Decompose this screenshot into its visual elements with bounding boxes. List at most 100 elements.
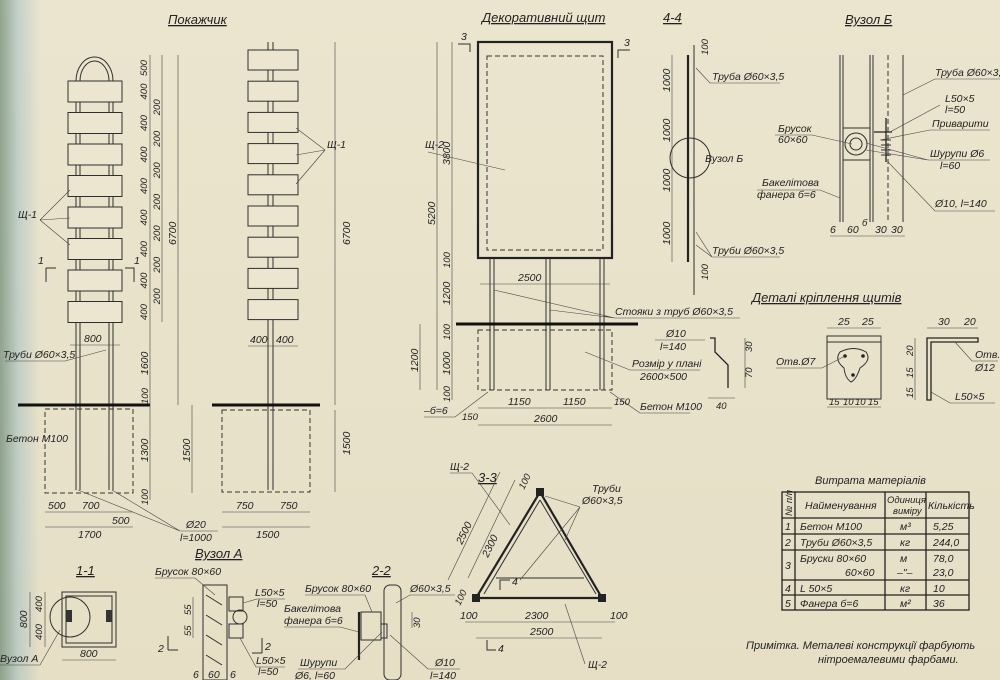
cell-unit: м xyxy=(900,553,907,565)
triangle-pipes-size: Ø60×3,5 xyxy=(581,495,623,507)
bottom-dim-1: 500 xyxy=(48,500,66,512)
node-b-angle-length: l=50 xyxy=(945,104,965,116)
node-b-dim-60: 60 xyxy=(847,224,859,236)
height-1200-a: 1200 xyxy=(441,281,453,305)
node-a-angle-length-bottom: l=50 xyxy=(258,666,278,678)
pipes-label: Труби Ø60×3,5 xyxy=(3,349,75,361)
angle-upper xyxy=(228,596,244,612)
vertical-dim: 200 xyxy=(152,225,163,243)
cell-no: 1 xyxy=(785,521,791,533)
s22-screws-size: Ø6, l=60 xyxy=(294,670,335,680)
s22-rod-length: l=140 xyxy=(430,670,456,680)
slope-dim-100-bottom: 100 xyxy=(453,588,470,608)
plate-width: 800 xyxy=(84,333,102,345)
side-shield-plate xyxy=(247,236,299,258)
section-mark-left: 1 xyxy=(38,255,44,267)
section-mark-right: 1 xyxy=(134,255,140,267)
concrete-foundation-2 xyxy=(221,409,311,493)
triangle-frame xyxy=(474,489,604,600)
slope-dim-100-top: 100 xyxy=(517,472,534,492)
clamp-right xyxy=(106,610,112,622)
bracket-dim-70: 70 xyxy=(744,367,755,378)
section-2-2: 2-2 Брусок 80×60 Ø60×3,5 Бакелітова фане… xyxy=(284,563,460,680)
s22-screws-label: Шурупи xyxy=(300,657,337,669)
height-1000: 1000 xyxy=(441,351,453,375)
angle-top-dim-1: 30 xyxy=(938,316,950,328)
triangle-shield-leader xyxy=(450,472,511,526)
node-b-pipe-leader xyxy=(902,78,1000,96)
cell-name: Фанера б=6 xyxy=(800,598,858,610)
section-3-3: 3-3 2500 2300 100 100 Щ-2 Труби Ø60×3,5 … xyxy=(447,461,628,671)
clamp-left xyxy=(66,610,72,622)
side-shield-plate xyxy=(247,111,299,133)
cell-unit: м³ xyxy=(900,521,911,533)
signpost-title: Покажчик xyxy=(168,12,228,27)
height-lower: 1600 xyxy=(139,351,151,375)
triangle-bottom-dim-100b: 100 xyxy=(610,610,628,622)
plate-lobe xyxy=(837,348,869,383)
vertical-dim: 200 xyxy=(152,288,163,306)
node-a-section-arrow-right xyxy=(252,638,263,654)
node-b-screws-leader xyxy=(865,142,990,161)
side-shield-label: Щ-1 xyxy=(327,139,346,151)
fastening-details: Деталі кріплення щитів 25 25 15 10 10 15… xyxy=(750,290,1000,408)
vertical-dim: 200 xyxy=(152,99,163,117)
rod-length: l=140 xyxy=(660,341,686,353)
shield-plate xyxy=(67,301,123,323)
node-b-bar-size: 60×60 xyxy=(778,134,808,146)
bottom-dim-1150-a: 1150 xyxy=(508,396,531,408)
angle-leader xyxy=(930,391,995,404)
cell-qty: 78,0 xyxy=(933,553,954,565)
note: Примітка. Металеві конструкції фарбують … xyxy=(746,640,975,666)
node-a-angle-length-top: l=50 xyxy=(257,598,277,610)
side-shield-plate xyxy=(247,143,299,165)
s22-rod-leader xyxy=(389,634,460,670)
signpost-side-view: 6700 1500 Щ-1 400 400 750 750 1500 xyxy=(212,42,353,541)
section-1-1: 1-1 800 400 400 800 Вузол А xyxy=(0,563,117,666)
anchor-length: l=1000 xyxy=(180,532,212,544)
wood-grain xyxy=(205,594,223,666)
side-foundation-dim-2: 750 xyxy=(280,500,298,512)
header-unit-line2: виміру xyxy=(893,506,923,517)
node-b-detail: Вузол Б Труба Ø60×3,5 L50×5 l=50 Привари… xyxy=(757,12,1000,237)
node-b-plywood-label: Бакелітова xyxy=(762,177,819,189)
concrete-label: Бетон М100 xyxy=(6,433,68,445)
s11-dim-400a: 400 xyxy=(34,595,45,612)
fastening-plate xyxy=(826,335,882,400)
concrete-leader xyxy=(609,391,690,414)
node-a-callout[interactable] xyxy=(49,596,91,638)
side-shield-plate xyxy=(247,299,299,321)
plate-label: –б=6 xyxy=(423,405,448,417)
cell-name-2: 60×60 xyxy=(845,567,875,579)
node-b-pipe-label: Труба Ø60×3,5 xyxy=(935,67,1000,79)
s11-node-leader xyxy=(0,629,61,666)
header-unit-line1: Одиниця xyxy=(887,495,926,506)
section-3-arrows xyxy=(458,43,630,58)
cell-name: Бетон М100 xyxy=(800,521,862,533)
shield-plate xyxy=(67,175,123,197)
side-shield-plate xyxy=(247,205,299,227)
vertical-dim: 400 xyxy=(139,303,150,320)
section-arrow-right xyxy=(125,267,135,282)
triangle-bottom-shield-leader xyxy=(564,603,586,665)
note-line-1: Примітка. Металеві конструкції фарбують xyxy=(746,640,975,652)
cell-qty: 10 xyxy=(933,583,945,595)
side-foundation-dim-1: 750 xyxy=(236,500,254,512)
height-total: 6700 xyxy=(167,221,179,245)
node-a-angle-leader-bottom xyxy=(239,637,285,668)
cell-qty: 36 xyxy=(933,598,945,610)
s22-rod-dia: Ø10 xyxy=(434,657,455,669)
height-3800: 3800 xyxy=(441,141,453,165)
node-b-callout[interactable] xyxy=(669,137,711,179)
cell-no: 4 xyxy=(785,583,791,595)
node-b-dim-6: 6 xyxy=(830,224,836,236)
height-100-a: 100 xyxy=(442,251,453,268)
triangle-bottom-shield-label: Щ-2 xyxy=(588,659,607,671)
cell-name: L 50×5 xyxy=(800,583,832,595)
plate-bottom-dim-4: 15 xyxy=(868,397,879,408)
bottom-dim-2: 700 xyxy=(82,500,100,512)
pipe-bottom-label: Труби Ø60×3,5 xyxy=(712,245,784,257)
node-a-dim-6a: 6 xyxy=(193,669,199,680)
plate-bottom-dim-3: 10 xyxy=(855,397,866,408)
